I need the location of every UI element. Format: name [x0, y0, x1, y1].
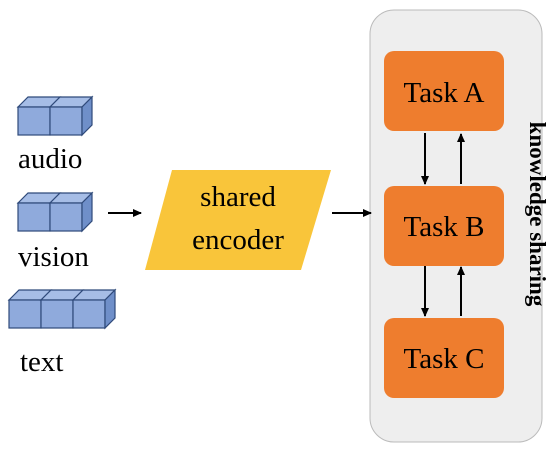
knowledge-sharing-label: knowledge sharing [525, 122, 550, 307]
task-a-box [384, 51, 504, 131]
cube-front [49, 106, 83, 136]
encoder-label-line2: encoder [192, 224, 284, 256]
cube-side [81, 95, 93, 137]
cube-front [49, 202, 83, 232]
cube-side [104, 288, 116, 330]
task-b-label: Task B [404, 211, 485, 243]
cube-front [17, 106, 51, 136]
text-cubes-icon [7, 288, 117, 330]
task-c-box [384, 318, 504, 398]
task-c-label: Task C [404, 343, 485, 375]
modality-label-audio: audio [18, 143, 82, 175]
modality-label-text: text [20, 346, 64, 378]
modality-label-vision: vision [18, 241, 89, 273]
vision-cubes-icon [16, 191, 94, 233]
cube-front [8, 299, 42, 329]
task-a-label: Task A [404, 77, 485, 109]
cube-front [72, 299, 106, 329]
cube-front [40, 299, 74, 329]
cube-front [17, 202, 51, 232]
encoder-label-line1: shared [200, 181, 276, 213]
audio-cubes-icon [16, 95, 94, 137]
task-b-box [384, 186, 504, 266]
shared-encoder-shape [145, 170, 331, 270]
cube-side [81, 191, 93, 233]
